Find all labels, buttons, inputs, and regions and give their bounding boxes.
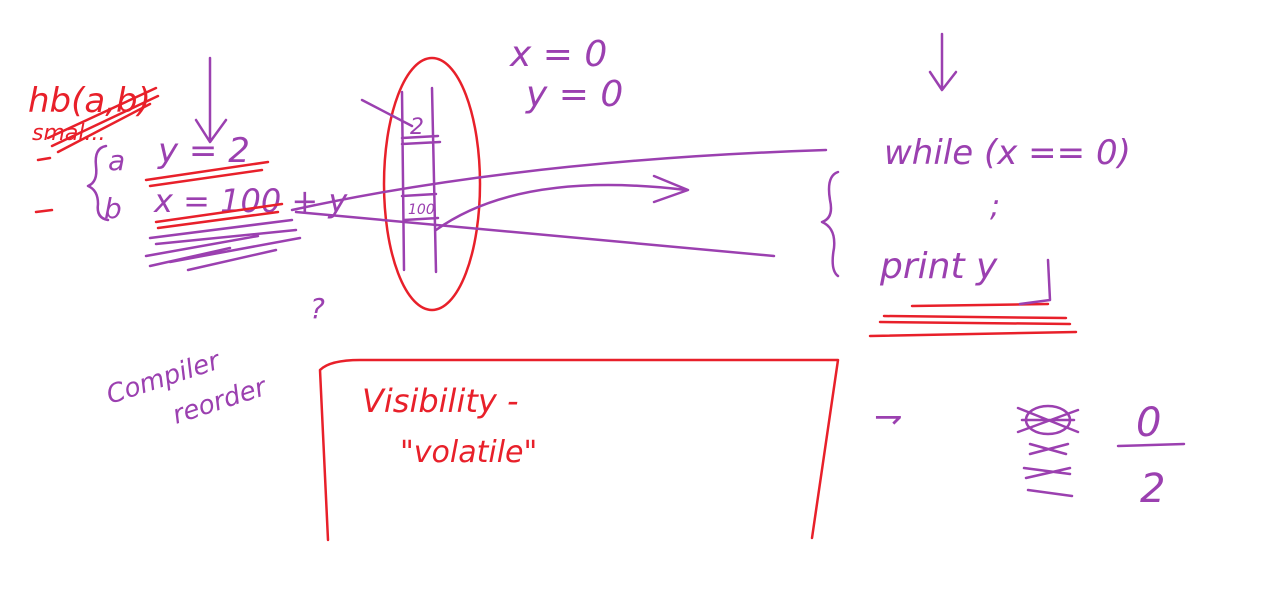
output-bottom: 2 xyxy=(1140,466,1165,512)
down-arrow-left xyxy=(194,56,228,144)
print-hook xyxy=(1018,258,1052,306)
cell-value-bottom: 100 xyxy=(408,202,435,218)
reorder-question: ? xyxy=(310,292,325,325)
hb-underline-scribble xyxy=(46,86,160,154)
label-b: b xyxy=(104,192,122,225)
volatile-text: "volatile" xyxy=(400,435,537,470)
memory-oval xyxy=(382,56,482,312)
curly-brace xyxy=(86,144,110,222)
init-x: x = 0 xyxy=(509,34,607,75)
cell-value-top: 2 xyxy=(410,115,424,140)
output-top: 0 xyxy=(1136,400,1161,446)
assignment-x: x = 100 + y xyxy=(144,182,348,272)
initial-values: x = 0 y = 0 xyxy=(509,34,623,115)
right-brace xyxy=(820,170,840,278)
assign-x-underline xyxy=(154,202,284,230)
memory-diagram: 2 100 xyxy=(360,56,482,312)
curved-arrow xyxy=(434,174,690,232)
line-to-print xyxy=(294,210,776,258)
output-divider xyxy=(1116,442,1186,448)
down-arrow-right xyxy=(928,32,958,92)
semicolon-text: ; xyxy=(990,189,1000,224)
memory-cells xyxy=(400,86,442,274)
reader-thread: while (x == 0) ; print y xyxy=(868,133,1131,338)
margin-dashes xyxy=(34,156,54,214)
memory-pointer xyxy=(360,98,414,128)
possible-outputs: 0 2 xyxy=(1116,400,1186,512)
visibility-text: Visibility - xyxy=(362,382,519,420)
print-text: print y xyxy=(879,246,998,287)
assign-y-text: y = 2 xyxy=(157,131,250,171)
visibility-box-outline xyxy=(318,358,840,542)
scribbled-outputs xyxy=(1016,404,1080,498)
reorder-note: Compiler reorder ? xyxy=(103,292,325,431)
line-to-while xyxy=(290,148,828,212)
visibility-box: Visibility - "volatile" xyxy=(318,358,840,542)
assign-x-scribble xyxy=(144,218,302,272)
print-underline xyxy=(868,302,1078,338)
statement-brace: a b xyxy=(86,144,125,225)
scribble-strokes xyxy=(1016,406,1080,498)
result-arrow: ⇁ xyxy=(874,397,903,437)
init-y: y = 0 xyxy=(525,74,623,115)
hb-note: hb(a,b) smal... xyxy=(28,81,160,154)
hb-label: hb(a,b) xyxy=(28,81,151,121)
label-a: a xyxy=(108,144,125,177)
assignment-y: y = 2 xyxy=(144,131,270,188)
while-text: while (x == 0) xyxy=(884,133,1131,173)
assign-y-underline xyxy=(144,160,270,188)
